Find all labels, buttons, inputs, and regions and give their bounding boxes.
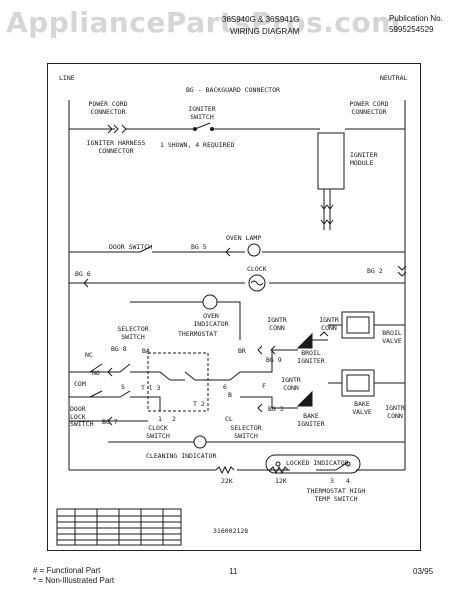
ba-label: BA xyxy=(142,347,150,355)
s-label: S xyxy=(121,383,125,391)
two-label: 2 xyxy=(172,415,176,423)
diagram-part-number: 316002128 xyxy=(213,527,249,535)
ignitr-conn-label: IGNTR CONN xyxy=(385,404,405,420)
six-label: 6 xyxy=(223,383,227,391)
bg7-label: BG 7 xyxy=(102,418,118,426)
b-label: B xyxy=(228,391,232,399)
bg8-connector xyxy=(107,367,113,377)
one-label: 1 xyxy=(158,415,162,423)
terminal-3-label: 3 xyxy=(330,477,334,485)
broil-igniter-symbol xyxy=(296,332,313,349)
cleaning-indicator-lamp xyxy=(193,435,207,449)
oven-lamp-bulb xyxy=(247,243,261,257)
cleaning-indicator-label: CLEANING INDICATOR xyxy=(146,452,217,460)
model-numbers: 36S940G & 36S941G xyxy=(222,15,300,24)
bg6-connector xyxy=(83,278,89,288)
bake-igniter-symbol xyxy=(296,390,313,407)
thermostat-label: THERMOSTAT xyxy=(178,330,218,338)
high-temp-switch xyxy=(335,461,349,471)
door-lock-switch-label: DOOR LOCK SWITCH xyxy=(70,405,94,428)
publication-number: 5995254529 xyxy=(389,25,434,34)
door-lock-switch-contacts xyxy=(89,363,103,398)
harness-connector xyxy=(121,124,127,134)
revision-date: 03/95 xyxy=(413,567,434,576)
igniter-module-box xyxy=(317,132,345,190)
publication-label: Publication No. xyxy=(389,14,443,23)
cl-label: CL xyxy=(225,415,233,423)
bg6-label: BG 6 xyxy=(75,270,91,278)
diagram-frame xyxy=(47,63,421,551)
bg5-connector xyxy=(225,247,231,257)
functional-part-note: # = Functional Part xyxy=(33,566,101,575)
clock-label: CLOCK xyxy=(247,265,267,273)
power-cord-left-connector xyxy=(107,124,119,134)
bg9-connector xyxy=(257,345,263,355)
locked-indicator-box xyxy=(265,454,361,474)
clock-motor xyxy=(248,274,266,292)
ignitr-conn-label: IGNTR CONN xyxy=(319,316,339,332)
no-label: NO xyxy=(92,369,100,377)
bg5-label: BG 5 xyxy=(191,243,207,251)
igniter-switch-contact xyxy=(194,122,211,130)
br-label: BR xyxy=(238,347,246,355)
watermark: AppliancePartsPros.com xyxy=(6,6,401,39)
thermostat-block xyxy=(147,352,209,412)
resistor-22k xyxy=(215,465,235,475)
bg2-connector xyxy=(397,265,407,277)
igniter-harness-connector-label: IGNITER HARNESS CONNECTOR xyxy=(86,139,146,155)
ignitr-conn-arrows xyxy=(270,331,329,355)
nc-label: NC xyxy=(85,351,93,359)
broil-valve-label: BROIL VALVE xyxy=(382,329,402,345)
resistor-22k-label: 22K xyxy=(221,477,233,485)
t2-label: T 2 xyxy=(193,400,205,408)
switch-terminal xyxy=(193,127,197,131)
terminal-4-label: 4 xyxy=(346,477,350,485)
power-cord-connector-left-label: POWER CORD CONNECTOR xyxy=(88,100,128,116)
locked-indicator-label: LOCKED INDICATOR xyxy=(286,459,349,467)
bg3-label: BG 3 xyxy=(268,405,284,413)
oven-lamp-label: OVEN LAMP xyxy=(226,234,262,242)
com-label: COM xyxy=(74,380,86,388)
bg2-label: BG 2 xyxy=(367,267,383,275)
bake-valve-label: BAKE VALVE xyxy=(352,400,372,416)
selector-switch-label: SELECTOR SWITCH xyxy=(230,424,262,440)
backguard-legend: BG - BACKGUARD CONNECTOR xyxy=(186,86,280,94)
module-connector-arrows xyxy=(320,204,334,225)
power-cord-connector-right-label: POWER CORD CONNECTOR xyxy=(349,100,389,116)
oven-indicator-label: OVEN INDICATOR xyxy=(193,312,229,328)
bg3-connector xyxy=(257,403,263,413)
ignitr-conn-label: IGNTR CONN xyxy=(281,376,301,392)
non-illustrated-part-note: * = Non-Illustrated Part xyxy=(33,576,115,585)
resistor-12k xyxy=(269,465,289,475)
broil-igniter-label: BROIL IGNITER xyxy=(297,349,325,365)
diagram-title: WIRING DIAGRAM xyxy=(230,27,300,36)
line-label: LINE xyxy=(59,74,75,82)
ignitr-conn-label: IGNTR CONN xyxy=(267,316,287,332)
neutral-label: NEUTRAL xyxy=(380,74,408,82)
igniter-switch-label: IGNITER SWITCH xyxy=(188,105,216,121)
door-switch-label: DOOR SWITCH xyxy=(109,243,153,251)
igniter-module-label: IGNITER MODULE xyxy=(350,151,378,167)
selector-switch-contacts xyxy=(119,363,241,398)
door-switch-contact xyxy=(139,245,153,253)
tl3-label: T l 3 xyxy=(141,384,161,392)
clock-switch-label: CLOCK SWITCH xyxy=(146,424,170,440)
bg9-label: BG 9 xyxy=(266,356,282,364)
oven-indicator-lamp xyxy=(202,294,218,310)
thermostat-high-temp-switch-label: THERMOSTAT HIGH TEMP SWITCH xyxy=(306,487,366,503)
shown-required-note: 1 SHOWN, 4 REQUIRED xyxy=(160,141,235,149)
resistor-12k-label: 12K xyxy=(275,477,287,485)
bake-igniter-label: BAKE IGNITER xyxy=(297,412,325,428)
switch-terminal xyxy=(210,127,214,131)
bg8-label: BG 8 xyxy=(111,345,127,353)
selector-switch-label: SELECTOR SWITCH xyxy=(117,325,149,341)
page-number: 11 xyxy=(229,567,238,576)
f-label: F xyxy=(262,382,266,390)
